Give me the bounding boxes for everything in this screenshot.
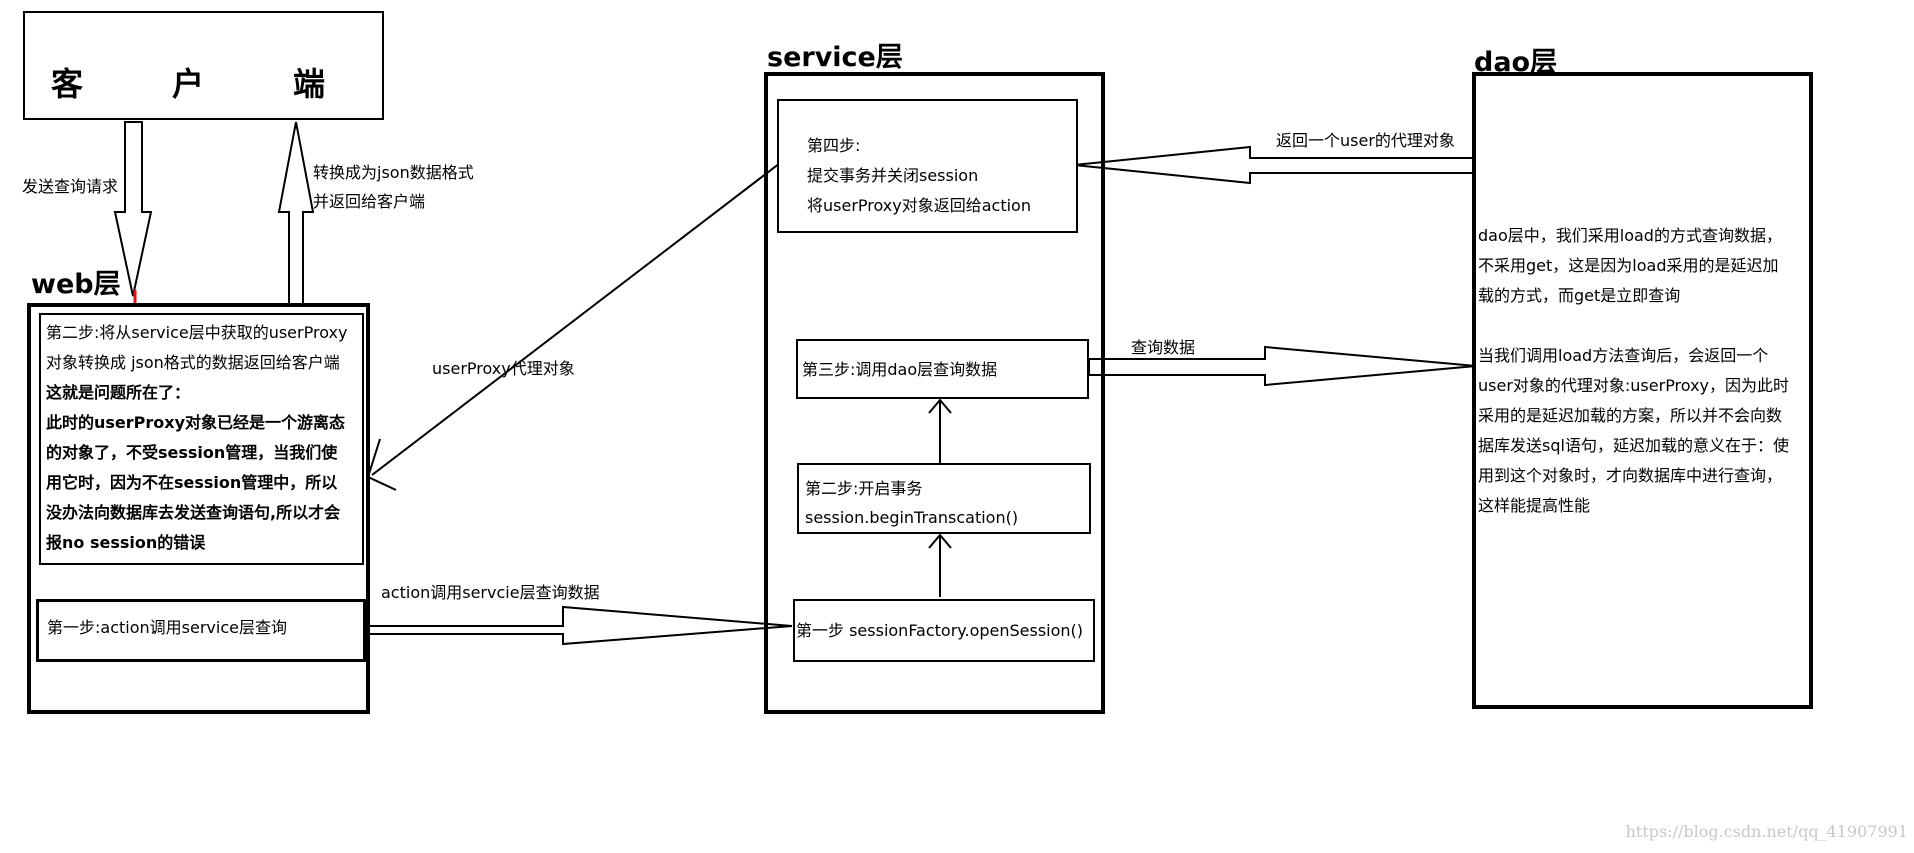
service-step2-line: session.beginTranscation() [805, 508, 1019, 527]
send-request-arrow [113, 121, 153, 297]
web-problem-line: 用它时，因为不在session管理中，所以 [46, 473, 338, 492]
web-step2-line: 第二步:将从service层中获取的userProxy [46, 323, 348, 342]
user-proxy-arrow-line [371, 159, 785, 476]
web-step1-box: 第一步:action调用service层查询 [36, 599, 366, 662]
user-proxy-label: userProxy代理对象 [432, 359, 575, 378]
query-data-label: 查询数据 [1131, 338, 1196, 357]
service-step4-line: 将userProxy对象返回给action [807, 196, 1031, 215]
return-proxy-arrow [1073, 145, 1475, 185]
web-problem-line: 这就是问题所在了： [46, 383, 191, 402]
client-box: 客 户 端 [23, 11, 384, 120]
to-json-label: 并返回给客户端 [313, 192, 426, 211]
to-json-label: 转换成为json数据格式 [313, 163, 474, 182]
begin-to-step3-arrowhead [928, 398, 952, 414]
dao-description-line: 当我们调用load方法查询后，会返回一个 [1478, 346, 1769, 365]
dao-description-line: user对象的代理对象:userProxy，因为此时 [1478, 376, 1790, 395]
dao-description-line [1478, 311, 1808, 341]
service-step1-box: 第一步 sessionFactory.openSession() [793, 599, 1095, 662]
send-request-label: 发送查询请求 [22, 177, 119, 196]
web-layer-title: web层 [31, 269, 121, 300]
web-step1-text: 第一步:action调用service层查询 [47, 618, 287, 637]
service-step2-line: 第二步:开启事务 [805, 479, 923, 498]
service-step3-text: 第三步:调用dao层查询数据 [802, 360, 998, 379]
web-step2-box [39, 313, 364, 565]
dao-description-line: 用到这个对象时，才向数据库中进行查询， [1478, 466, 1783, 485]
dao-description-line: 这样能提高性能 [1478, 496, 1591, 515]
client-title-char: 户 [172, 65, 205, 103]
dao-description-line: dao层中，我们采用load的方式查询数据， [1478, 226, 1782, 245]
client-title-char: 端 [293, 65, 326, 103]
service-step2-box: 第二步:开启事务 session.beginTranscation() [797, 463, 1091, 534]
service-step4-box: 第四步: 提交事务并关闭session 将userProxy对象返回给actio… [777, 99, 1078, 233]
dao-layer-box [1472, 72, 1813, 709]
service-step1-text: 第一步 sessionFactory.openSession() [796, 621, 1084, 640]
dao-description-line: 不采用get，这是因为load采用的是延迟加 [1478, 256, 1779, 275]
dao-description-line: 据库发送sql语句，延迟加载的意义在于：使 [1478, 436, 1789, 455]
query-data-arrow [1088, 345, 1477, 387]
client-title-char: 客 [51, 65, 84, 103]
return-json-arrow [277, 121, 315, 305]
action-call-label: action调用servcie层查询数据 [381, 583, 600, 602]
user-proxy-arrowhead [366, 438, 397, 491]
service-layer-title: service层 [767, 42, 903, 73]
web-step2-line: 对象转换成 json格式的数据返回给客户端 [46, 353, 340, 372]
service-step4-line: 第四步: [807, 136, 861, 155]
service-step4-line: 提交事务并关闭session [807, 166, 979, 185]
action-call-arrow [368, 605, 793, 646]
dao-description: dao层中，我们采用load的方式查询数据， 不采用get，这是因为load采用… [1478, 221, 1808, 521]
watermark: https://blog.csdn.net/qq_41907991 [1625, 822, 1908, 841]
open-to-begin-arrowhead [928, 533, 952, 549]
dao-description-line: 载的方式，而get是立即查询 [1478, 286, 1681, 305]
return-proxy-label: 返回一个user的代理对象 [1276, 131, 1455, 150]
web-step2-text: 第二步:将从service层中获取的userProxy 对象转换成 json格式… [46, 318, 358, 558]
web-problem-line: 此时的userProxy对象已经是一个游离态 [46, 413, 346, 432]
web-problem-line: 的对象了，不受session管理，当我们使 [46, 443, 338, 462]
web-problem-line: 报no session的错误 [46, 533, 206, 552]
web-problem-line: 没办法向数据库去发送查询语句,所以才会 [46, 503, 341, 522]
service-step3-box: 第三步:调用dao层查询数据 [796, 339, 1089, 399]
service-layer-box [764, 72, 1105, 714]
dao-description-line: 采用的是延迟加载的方案，所以并不会向数 [1478, 406, 1783, 425]
